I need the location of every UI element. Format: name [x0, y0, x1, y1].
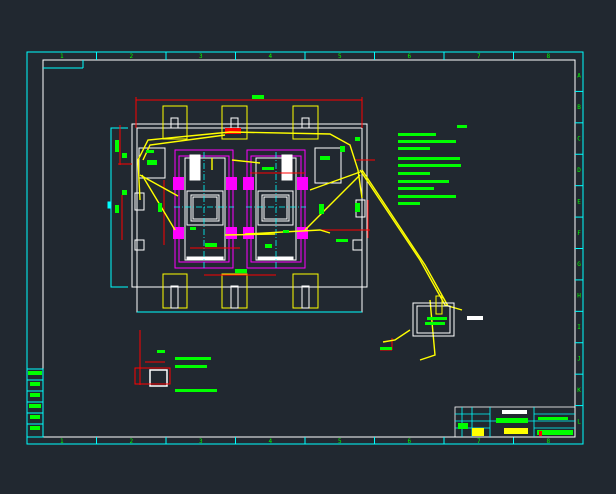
section-detail: [134, 350, 217, 392]
note-line: [398, 157, 460, 160]
note-line: [398, 187, 434, 190]
revision-table: [26, 368, 44, 438]
remote-equipment-room: [380, 295, 483, 350]
column-label: 7: [477, 438, 481, 445]
note-line: [457, 125, 467, 128]
column-label: 8: [546, 438, 550, 445]
row-label: C: [577, 136, 581, 143]
row-label: A: [577, 73, 581, 80]
row-label: H: [577, 293, 581, 300]
column-label: 3: [199, 53, 203, 60]
column-label: 2: [129, 53, 133, 60]
pier-inner: [170, 117, 310, 309]
column-label: 3: [199, 438, 203, 445]
column-labels-top: 1 2 3 4 5 6 7 8: [60, 52, 550, 60]
column-label: 4: [268, 438, 272, 445]
column-label: 1: [60, 438, 64, 445]
note-line: [398, 172, 430, 175]
centerlines: [174, 152, 306, 268]
dimension-lines: [118, 97, 393, 385]
column-label: 4: [268, 53, 272, 60]
row-labels: A B C D E F G H I J K L: [575, 73, 583, 425]
column-label: 7: [477, 53, 481, 60]
row-label: B: [577, 104, 581, 111]
column-label: 1: [60, 53, 64, 60]
row-label: E: [577, 198, 581, 205]
dimension-labels: [115, 95, 360, 273]
elevator-shafts: [184, 154, 297, 261]
note-line: [398, 195, 456, 198]
column-label: 2: [129, 438, 133, 445]
row-label: F: [577, 230, 581, 237]
row-label: I: [577, 324, 581, 331]
row-label: L: [577, 418, 581, 425]
note-line: [398, 147, 430, 150]
column-label: 5: [338, 53, 342, 60]
row-label: J: [577, 355, 581, 362]
column-label: 8: [546, 53, 550, 60]
hatched-blocks: [173, 177, 308, 239]
row-label: D: [577, 167, 581, 174]
row-label: G: [577, 261, 581, 268]
note-line: [398, 164, 461, 167]
row-label: K: [577, 387, 581, 394]
left-cyan-line: [107, 127, 362, 313]
column-label: 6: [407, 53, 411, 60]
note-line: [398, 180, 449, 183]
column-labels-bottom: 1 2 3 4 5 6 7 8: [60, 437, 550, 445]
column-label: 6: [407, 438, 411, 445]
column-label: 5: [338, 438, 342, 445]
title-block: [454, 406, 576, 438]
design-notes: [398, 125, 467, 205]
note-line: [398, 202, 420, 205]
note-line: [398, 133, 436, 136]
note-line: [398, 140, 456, 143]
